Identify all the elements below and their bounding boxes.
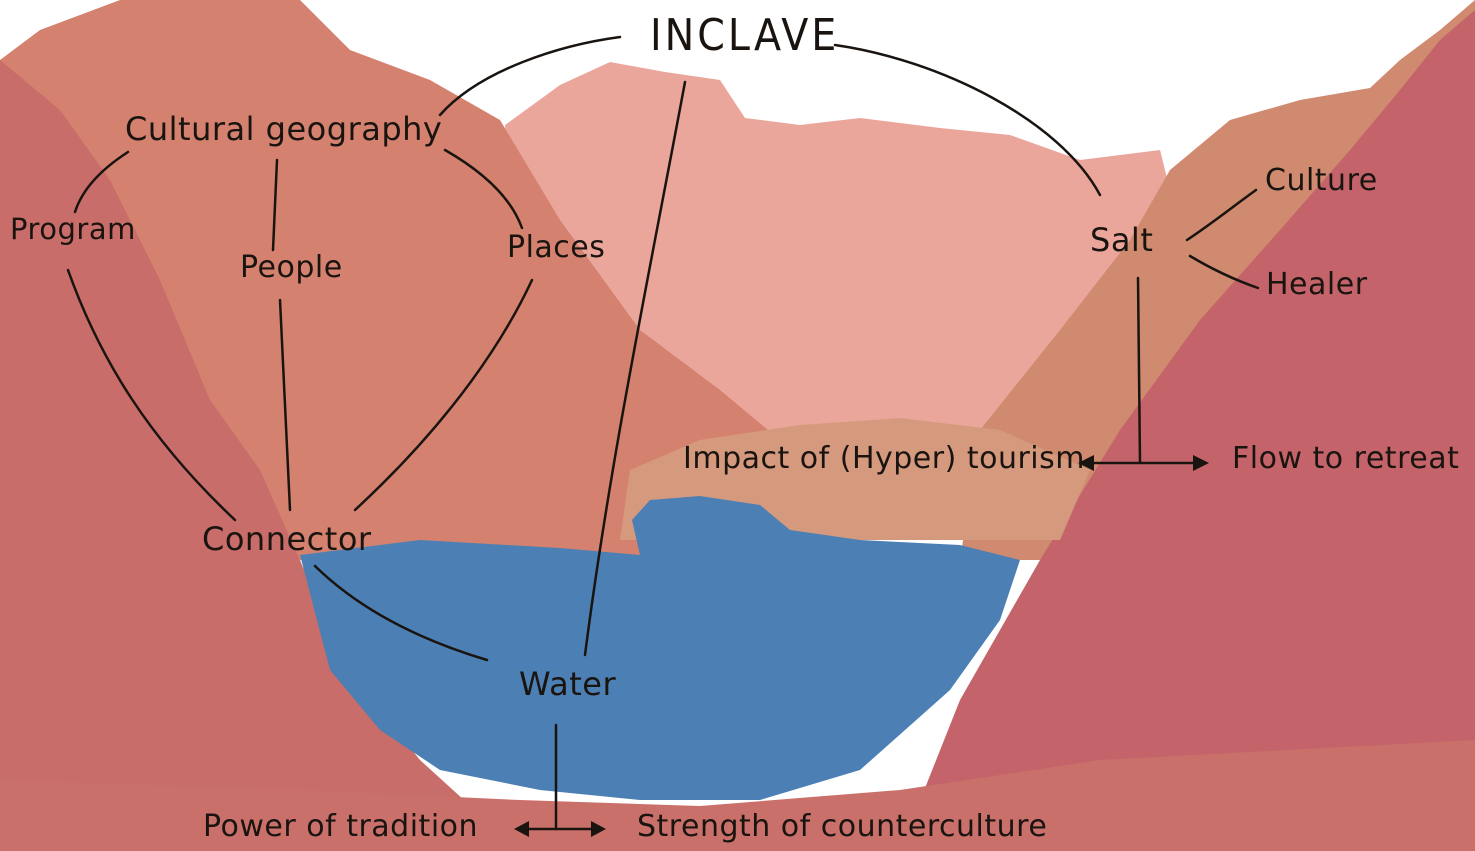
node-impact-tourism: Impact of (Hyper) tourism (683, 444, 1085, 474)
node-salt: Salt (1090, 224, 1153, 256)
node-strength-of-counterculture: Strength of counterculture (637, 812, 1047, 842)
node-connector: Connector (202, 523, 372, 555)
node-healer: Healer (1266, 270, 1368, 300)
node-places: Places (507, 233, 605, 263)
node-flow-to-retreat: Flow to retreat (1232, 444, 1459, 474)
title-inclave: INCLAVE (650, 14, 839, 58)
node-power-of-tradition: Power of tradition (203, 812, 478, 842)
node-program: Program (10, 215, 136, 244)
node-cultural-geography: Cultural geography (125, 113, 442, 145)
node-water: Water (519, 668, 616, 700)
node-culture: Culture (1265, 166, 1378, 196)
node-people: People (240, 253, 343, 283)
